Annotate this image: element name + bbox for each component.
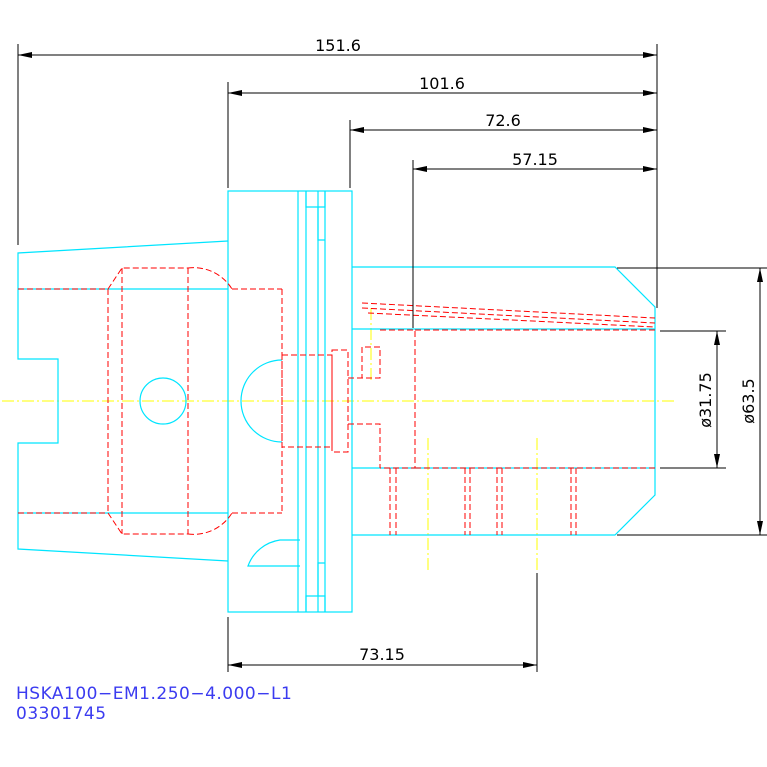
dim-length-from-body: 72.6	[485, 111, 521, 130]
part-name: HSKA100−EM1.250−4.000−L1	[16, 684, 293, 704]
centerlines	[2, 308, 675, 570]
part-number: 03301745	[16, 704, 107, 724]
hidden-lines	[18, 267, 656, 535]
hsk-shank-outline	[17, 240, 229, 562]
dimension-lines	[17, 44, 767, 672]
dim-gauge-length: 73.15	[359, 645, 405, 664]
dimension-labels: 151.6 101.6 72.6 57.15 73.15 ø31.75 ø63.…	[315, 36, 758, 664]
dim-overall-length: 151.6	[315, 36, 361, 55]
dim-bore-depth: 57.15	[512, 150, 558, 169]
dim-body-diameter: ø63.5	[739, 378, 758, 423]
flange-outline	[227, 190, 353, 613]
title-block: HSKA100−EM1.250−4.000−L1 03301745	[16, 684, 292, 724]
dim-bore-diameter: ø31.75	[696, 372, 715, 428]
dim-length-from-flange: 101.6	[419, 74, 465, 93]
